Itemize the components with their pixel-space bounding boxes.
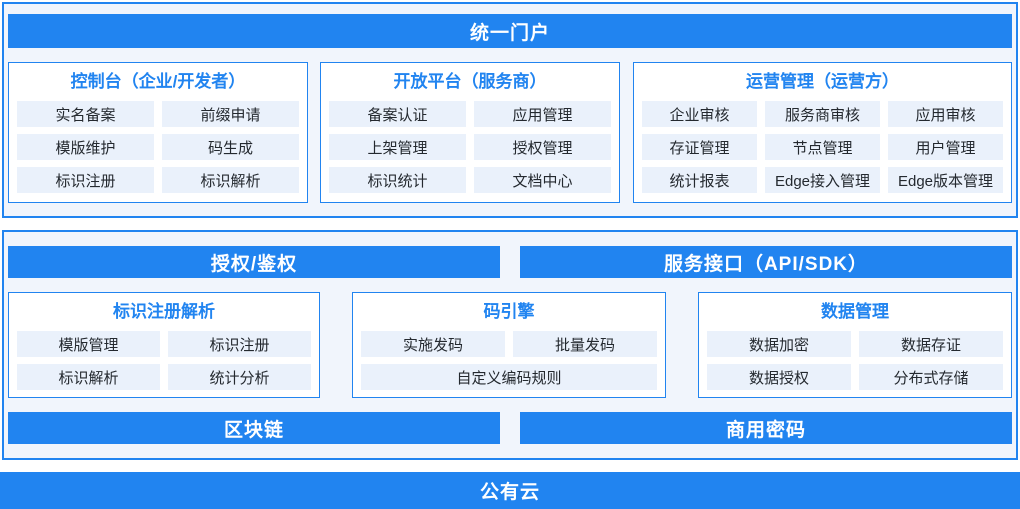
- panel-identifier-registration-resolution: 标识注册解析 模版管理标识注册标识解析统计分析: [8, 292, 320, 398]
- panel-data-management-items: 数据加密数据存证数据授权分布式存储: [707, 331, 1003, 390]
- panel-open-platform-items: 备案认证应用管理上架管理授权管理标识统计文档中心: [329, 101, 611, 193]
- diagram-item: 应用管理: [474, 101, 611, 127]
- diagram-item: 授权管理: [474, 134, 611, 160]
- diagram-item: 统计报表: [642, 167, 757, 193]
- diagram-item: 实施发码: [361, 331, 505, 357]
- diagram-item: 节点管理: [765, 134, 880, 160]
- panel-console-items: 实名备案前缀申请模版维护码生成标识注册标识解析: [17, 101, 299, 193]
- diagram-item: 标识统计: [329, 167, 466, 193]
- diagram-item: Edge接入管理: [765, 167, 880, 193]
- diagram-item: 批量发码: [513, 331, 657, 357]
- diagram-item: 标识解析: [162, 167, 299, 193]
- panel-code-engine-items: 实施发码批量发码自定义编码规则: [361, 331, 657, 390]
- diagram-item: 数据授权: [707, 364, 851, 390]
- portal-panels-row: 控制台（企业/开发者） 实名备案前缀申请模版维护码生成标识注册标识解析 开放平台…: [8, 62, 1012, 203]
- panel-identifier-registration-resolution-title: 标识注册解析: [113, 302, 215, 321]
- panel-data-management: 数据管理 数据加密数据存证数据授权分布式存储: [698, 292, 1012, 398]
- service-api-banner: 服务接口（API/SDK）: [520, 246, 1012, 278]
- diagram-item: 前缀申请: [162, 101, 299, 127]
- diagram-item: Edge版本管理: [888, 167, 1003, 193]
- diagram-item: 用户管理: [888, 134, 1003, 160]
- unified-portal-banner: 统一门户: [8, 14, 1012, 48]
- diagram-item: 服务商审核: [765, 101, 880, 127]
- diagram-item: 备案认证: [329, 101, 466, 127]
- diagram-item: 数据存证: [859, 331, 1003, 357]
- diagram-item: 文档中心: [474, 167, 611, 193]
- panel-open-platform: 开放平台（服务商） 备案认证应用管理上架管理授权管理标识统计文档中心: [320, 62, 620, 203]
- platform-section: 授权/鉴权 服务接口（API/SDK） 标识注册解析 模版管理标识注册标识解析统…: [2, 230, 1018, 460]
- diagram-item: 实名备案: [17, 101, 154, 127]
- commercial-crypto-banner: 商用密码: [520, 412, 1012, 444]
- platform-top-bars: 授权/鉴权 服务接口（API/SDK）: [8, 246, 1012, 278]
- diagram-item: 模版维护: [17, 134, 154, 160]
- panel-operation-management-title: 运营管理（运营方）: [746, 72, 899, 91]
- diagram-item: 上架管理: [329, 134, 466, 160]
- panel-operation-management: 运营管理（运营方） 企业审核服务商审核应用审核存证管理节点管理用户管理统计报表 E…: [633, 62, 1012, 203]
- diagram-item: 模版管理: [17, 331, 160, 357]
- diagram-item: 存证管理: [642, 134, 757, 160]
- diagram-item: 分布式存储: [859, 364, 1003, 390]
- panel-code-engine: 码引擎 实施发码批量发码自定义编码规则: [352, 292, 666, 398]
- panel-console-title: 控制台（企业/开发者）: [70, 72, 246, 91]
- auth-banner: 授权/鉴权: [8, 246, 500, 278]
- diagram-item: 标识注册: [168, 331, 311, 357]
- panel-data-management-title: 数据管理: [821, 302, 889, 321]
- panel-open-platform-title: 开放平台（服务商）: [393, 72, 547, 91]
- diagram-item: 码生成: [162, 134, 299, 160]
- diagram-item: 企业审核: [642, 101, 757, 127]
- platform-panels-row: 标识注册解析 模版管理标识注册标识解析统计分析 码引擎 实施发码批量发码自定义编…: [8, 292, 1012, 398]
- panel-operation-management-items: 企业审核服务商审核应用审核存证管理节点管理用户管理统计报表 Edge接入管理 Edg…: [642, 101, 1003, 193]
- diagram-item: 应用审核: [888, 101, 1003, 127]
- panel-console: 控制台（企业/开发者） 实名备案前缀申请模版维护码生成标识注册标识解析: [8, 62, 308, 203]
- diagram-item: 统计分析: [168, 364, 311, 390]
- panel-code-engine-title: 码引擎: [483, 302, 535, 321]
- diagram-item: 标识注册: [17, 167, 154, 193]
- platform-bottom-bars: 区块链 商用密码: [8, 412, 1012, 444]
- diagram-item: 数据加密: [707, 331, 851, 357]
- blockchain-banner: 区块链: [8, 412, 500, 444]
- public-cloud-banner: 公有云: [0, 472, 1020, 509]
- diagram-item: 标识解析: [17, 364, 160, 390]
- panel-identifier-registration-resolution-items: 模版管理标识注册标识解析统计分析: [17, 331, 311, 390]
- portal-section: 统一门户 控制台（企业/开发者） 实名备案前缀申请模版维护码生成标识注册标识解析…: [2, 2, 1018, 218]
- diagram-item: 自定义编码规则: [361, 364, 657, 390]
